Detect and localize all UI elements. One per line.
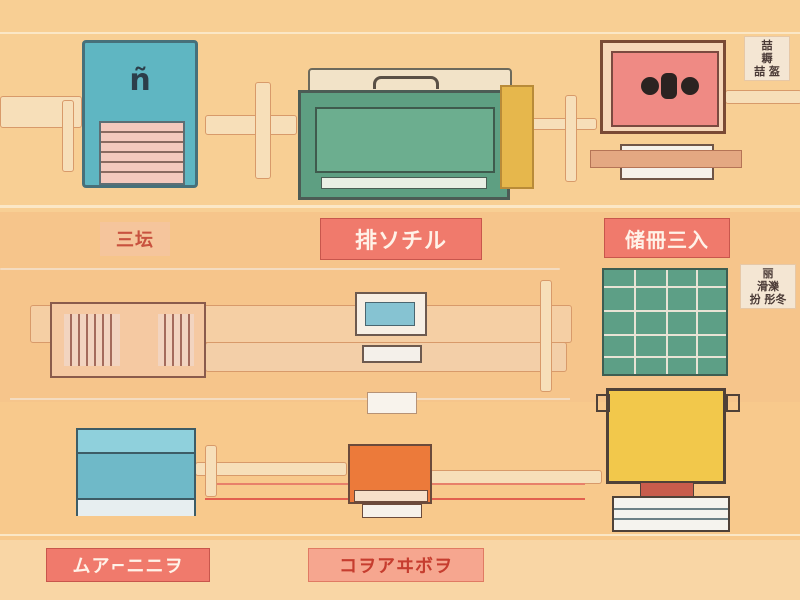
label-top-right: 储冊三入 bbox=[604, 218, 730, 258]
note-line: 丽 bbox=[762, 267, 774, 280]
label-bottom-center: コヲアヰボヲ bbox=[308, 548, 484, 582]
label-top-left: 三坛 bbox=[100, 222, 170, 256]
orange-device bbox=[348, 444, 432, 504]
label-top-center: 排ソチル bbox=[320, 218, 482, 260]
oven-handle-icon[interactable] bbox=[373, 76, 439, 89]
orange-device-stand bbox=[362, 504, 422, 518]
label-bottom-left: ムア⌐ニニヲ bbox=[46, 548, 210, 582]
pipe-vertical-left bbox=[62, 100, 74, 172]
teal-cabinet: ñ bbox=[82, 40, 198, 188]
monitor-base bbox=[590, 150, 742, 168]
frame-line-bottom bbox=[0, 534, 800, 536]
cabinet-vent bbox=[99, 121, 185, 185]
frame-line-mid bbox=[0, 268, 560, 270]
cabinet-glyph-icon: ñ bbox=[129, 63, 151, 98]
note-top-right: 喆 耨 喆 盔 bbox=[744, 36, 790, 81]
pipe-bottom-left bbox=[195, 462, 347, 476]
note-line: 喆 bbox=[761, 39, 773, 52]
note-line: 喆 盔 bbox=[754, 65, 780, 78]
small-device-base bbox=[362, 345, 422, 363]
pipe-top-center-left bbox=[205, 115, 297, 135]
speaker-left-icon bbox=[641, 77, 659, 95]
teal-box bbox=[76, 428, 196, 516]
yellow-side-panel bbox=[500, 85, 534, 189]
orange-device-base bbox=[354, 490, 428, 502]
heater-grille-right bbox=[158, 314, 194, 366]
yellow-tank-handle-right bbox=[726, 394, 740, 412]
pipe-vertical-mid-right bbox=[540, 280, 552, 392]
speaker-center-icon bbox=[661, 73, 677, 99]
monitor-screen bbox=[611, 51, 719, 127]
small-display-screen bbox=[365, 302, 415, 326]
heater-unit bbox=[50, 302, 206, 378]
pipe-vertical-mid-left bbox=[205, 445, 217, 497]
oven-tray bbox=[321, 177, 487, 189]
speaker-right-icon bbox=[681, 77, 699, 95]
note-line: 滑濼 bbox=[757, 280, 779, 293]
teal-box-base bbox=[78, 498, 194, 516]
frame-line-mid-2 bbox=[10, 398, 570, 400]
note-mid-right: 丽 滑濼 扮 彤冬 bbox=[740, 264, 796, 309]
pipe-top-right bbox=[725, 90, 800, 104]
yellow-tank-base bbox=[612, 496, 730, 532]
yellow-tank bbox=[606, 388, 726, 484]
yellow-tank-handle-left bbox=[596, 394, 610, 412]
oven-window bbox=[315, 107, 495, 173]
pipe-vertical-right bbox=[565, 95, 577, 182]
frame-line-top-2 bbox=[0, 205, 800, 208]
green-rack bbox=[602, 268, 728, 376]
heater-grille-left bbox=[64, 314, 120, 366]
pipe-vertical-center bbox=[255, 82, 271, 179]
green-oven bbox=[298, 68, 518, 204]
pipe-bottom-right bbox=[430, 470, 602, 484]
small-device-stand bbox=[367, 392, 417, 414]
small-display-device bbox=[355, 292, 427, 336]
oven-body bbox=[298, 90, 510, 200]
teal-box-lid bbox=[78, 430, 194, 454]
note-line: 耨 bbox=[761, 52, 773, 65]
note-line: 扮 彤冬 bbox=[749, 293, 787, 306]
monitor bbox=[600, 40, 726, 134]
frame-line-top bbox=[0, 32, 800, 34]
